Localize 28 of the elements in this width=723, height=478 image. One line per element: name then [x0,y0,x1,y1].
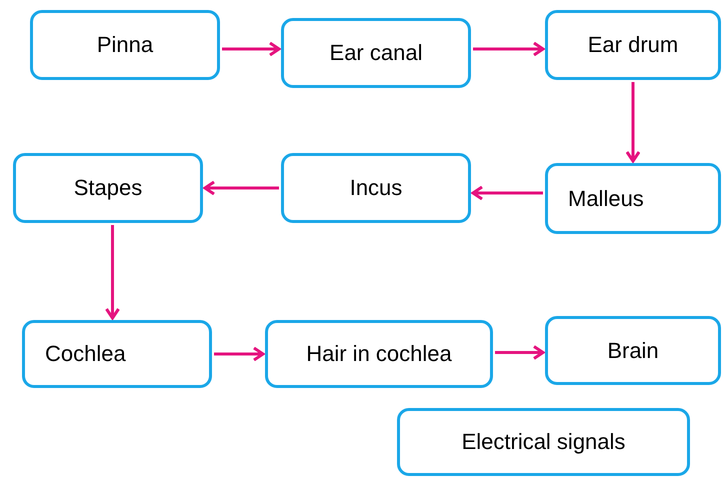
process-box [281,153,471,223]
process-box [30,10,220,80]
arrow [473,42,544,56]
process-box [545,10,721,80]
process-box [265,320,493,388]
node-label: Electrical signals [462,428,626,456]
process-box [22,320,212,388]
arrow [626,82,640,162]
arrow [222,42,280,56]
process-box [545,163,721,234]
node-label: Malleus [568,184,644,212]
node-label: Ear drum [588,31,678,59]
process-box [545,316,721,385]
arrow [472,186,543,200]
node-label: Hair in cochlea [306,340,452,368]
process-box [281,18,471,88]
arrow [214,346,264,362]
node-label: Ear canal [330,39,422,67]
arrow [495,345,544,360]
node-label: Pinna [96,31,154,59]
process-box [397,408,690,476]
node-label: Incus [350,174,402,202]
node-label: Cochlea [45,340,126,368]
node-label: Stapes [74,174,142,202]
arrow [204,180,279,196]
process-box [13,153,203,223]
node-label: Brain [607,336,659,364]
arrow [105,225,120,320]
